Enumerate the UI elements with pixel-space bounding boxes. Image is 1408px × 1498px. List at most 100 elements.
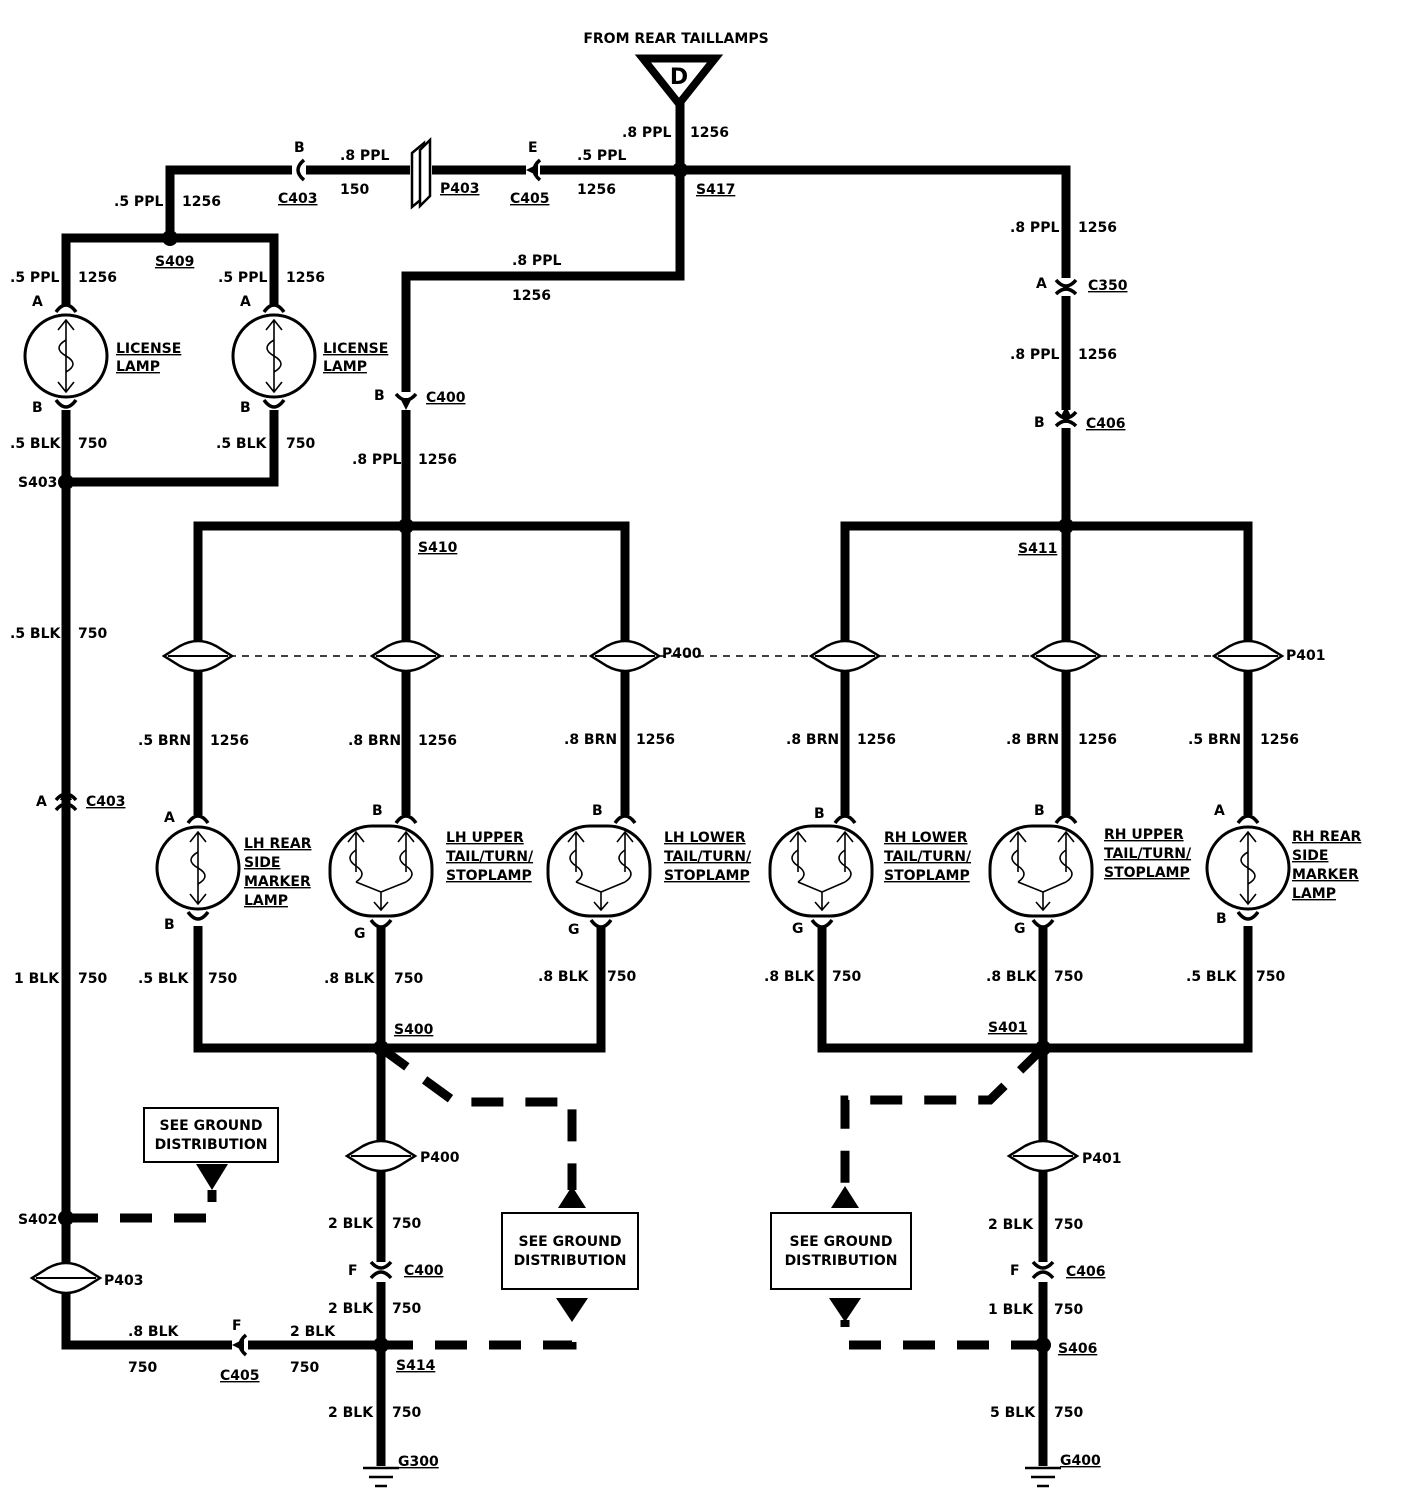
plate-p401-low	[1006, 1139, 1080, 1173]
source-symbol: D	[634, 54, 724, 111]
pin-a-lic-r: A	[240, 294, 251, 310]
lbl-lh-lower-1: LH LOWER	[664, 830, 746, 846]
dash-s414-ground	[381, 1320, 577, 1350]
lbl-lh-lower-3: STOPLAMP	[664, 868, 750, 884]
plate-lh-upper	[369, 639, 443, 673]
pin-g-rh-up: G	[1014, 921, 1026, 937]
plate-rh-side	[1211, 639, 1285, 673]
wire-s402-c405	[61, 1218, 232, 1350]
p403-top-symbol	[410, 136, 432, 210]
pin-b-rh-low: B	[814, 806, 825, 822]
c400-low-symbol	[369, 1260, 393, 1270]
ground-box-2	[501, 1212, 639, 1290]
pin-b-lic-r: B	[240, 400, 251, 416]
lbl-blk08-lh-up: .8 BLK	[324, 971, 376, 987]
lbl-1256-lic-r: 1256	[286, 270, 325, 286]
lbl-blk5-rh-3: 5 BLK	[990, 1405, 1036, 1421]
lamps	[23, 303, 1291, 929]
pin-a-lh-side: A	[164, 810, 175, 826]
plate-rh-upper	[1029, 639, 1103, 673]
splice-s414-dot	[373, 1337, 389, 1353]
lbl-license-l-1: LICENSE	[116, 341, 181, 357]
plate-rh-lower	[808, 639, 882, 673]
plate-lh-side	[161, 639, 235, 673]
lbl-1256-rh-up: 1256	[1078, 732, 1117, 748]
lbl-ppl08-p403: .8 PPL	[340, 148, 389, 164]
wire-s411-branches	[840, 521, 1253, 815]
lbl-blk2-rh-1: 2 BLK	[988, 1217, 1034, 1233]
lbl-rh-upper-2: TAIL/TURN/	[1104, 846, 1192, 862]
lbl-brn08-rh-low: .8 BRN	[786, 732, 839, 748]
lbl-750-left2: 750	[78, 971, 107, 987]
ground-boxes: SEE GROUND DISTRIBUTION SEE GROUND DISTR…	[143, 1107, 912, 1322]
lbl-750-p403: 750	[128, 1360, 157, 1376]
splice-s400-dot	[373, 1040, 389, 1056]
lbl-1256-rh-low: 1256	[857, 732, 896, 748]
lbl-blk1-left: 1 BLK	[14, 971, 60, 987]
lbl-ppl05-lic-r: .5 PPL	[218, 270, 267, 286]
pin-a-c403: A	[36, 794, 47, 810]
splice-s403-dot	[58, 474, 74, 490]
pin-g-lh-low: G	[568, 922, 580, 938]
lbl-blk08-lh-low: .8 BLK	[538, 969, 590, 985]
lbl-c400-low: C400	[404, 1263, 444, 1279]
lbl-s400: S400	[394, 1022, 434, 1038]
lbl-750-lh: 750	[208, 971, 237, 987]
ground-box-3	[770, 1212, 912, 1290]
lbl-750-lh-3: 750	[392, 1405, 421, 1421]
pin-b-c403: B	[294, 140, 305, 156]
connector-symbols	[54, 136, 1078, 1357]
lbl-750-c405: 750	[290, 1360, 319, 1376]
lbl-blk05-lic-r: .5 BLK	[216, 436, 268, 452]
lbl-ppl05-s409: .5 PPL	[114, 194, 163, 210]
source-label: FROM REAR TAILLAMPS	[583, 31, 768, 47]
pin-b-c406: B	[1034, 415, 1045, 431]
lbl-150-p403: 150	[340, 182, 369, 198]
wire-license-right-ground	[66, 410, 279, 487]
lbl-ppl05-lic-l: .5 PPL	[10, 270, 59, 286]
c403-left-arrow	[60, 788, 72, 800]
lh-side-marker-lamp	[155, 814, 241, 921]
lbl-lh-side-1: LH REAR	[244, 836, 312, 852]
lbl-rh-lower-1: RH LOWER	[884, 830, 968, 846]
splice-s410-dot	[398, 518, 414, 534]
lbl-brn05-rh: .5 BRN	[1188, 732, 1241, 748]
lbl-1256-mid: 1256	[512, 288, 551, 304]
dash-s406-ground	[840, 1320, 1043, 1350]
lbl-ppl08-mid: .8 PPL	[512, 253, 561, 269]
ground-box-3-line2: DISTRIBUTION	[785, 1253, 898, 1269]
lbl-brn08-rh-up: .8 BRN	[1006, 732, 1059, 748]
splice-s401-dot	[1035, 1040, 1051, 1056]
lbl-ppl05-c405: .5 PPL	[577, 148, 626, 164]
lbl-1256-lh-side: 1256	[210, 733, 249, 749]
c400-top-arrow	[400, 398, 412, 410]
lbl-c400-top: C400	[426, 390, 466, 406]
lbl-750-left: 750	[78, 626, 107, 642]
lbl-rh-lower-3: STOPLAMP	[884, 868, 970, 884]
splice-s417-dot	[672, 162, 688, 178]
lbl-1256-c400: 1256	[418, 452, 457, 468]
ground-box-2-line2: DISTRIBUTION	[514, 1253, 627, 1269]
lbl-750-lh-1: 750	[392, 1216, 421, 1232]
lbl-p401-low: P401	[1082, 1151, 1121, 1167]
pin-b-rh-side: B	[1216, 911, 1227, 927]
lbl-rh-side-3: MARKER	[1292, 867, 1359, 883]
lbl-s409: S409	[155, 254, 194, 270]
lbl-blk05-lh: .5 BLK	[138, 971, 190, 987]
lbl-c406-low: C406	[1066, 1264, 1106, 1280]
ground-box-3-line1: SEE GROUND	[790, 1234, 893, 1250]
c406-top-arrow	[1060, 406, 1072, 418]
splice-s411-dot	[1058, 518, 1074, 534]
lbl-1256-lh-low: 1256	[636, 732, 675, 748]
ground-box-1	[143, 1107, 279, 1163]
lbl-750-lic-r: 750	[286, 436, 315, 452]
pin-f-c405: F	[232, 1318, 242, 1334]
pin-b-lh-low: B	[592, 803, 603, 819]
c403-left-symbol-b	[54, 802, 78, 812]
lbl-750-rh-1: 750	[1054, 1217, 1083, 1233]
lbl-s414: S414	[396, 1358, 436, 1374]
ground-distribution-wires	[66, 1044, 1047, 1350]
dash-s400-ground	[378, 1044, 577, 1190]
lbl-brn08-lh-up: .8 BRN	[348, 733, 401, 749]
